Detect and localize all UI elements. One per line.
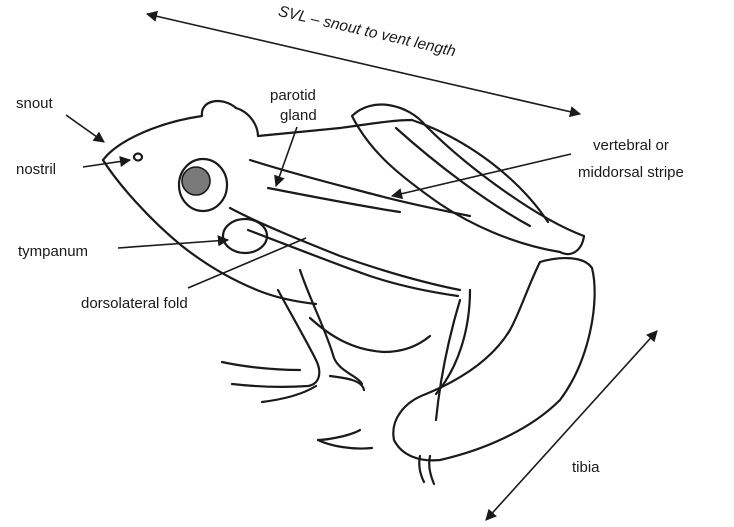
eye xyxy=(179,159,227,211)
vertebral-label-line1: vertebral or xyxy=(593,137,669,154)
hind-toes xyxy=(318,430,434,484)
tibia-arrow xyxy=(486,331,657,520)
snout-label: snout xyxy=(16,95,54,112)
vertebral-pointer xyxy=(392,154,571,196)
thigh xyxy=(352,105,584,254)
tympanum-pointer xyxy=(118,240,228,248)
nostril-label: nostril xyxy=(16,161,56,178)
dorsolateral-label: dorsolateral fold xyxy=(81,295,188,312)
tympanum-mark xyxy=(223,219,267,253)
parotid-label-line1: parotid xyxy=(270,87,316,104)
nostril-mark xyxy=(134,154,142,161)
parotid-label-line2: gland xyxy=(280,107,317,124)
parotid-pointer xyxy=(276,127,297,186)
tympanum-label: tympanum xyxy=(18,243,88,260)
svl-label: SVL – snout to vent length xyxy=(277,3,458,60)
tibia-label: tibia xyxy=(572,459,600,476)
front-leg xyxy=(222,270,364,402)
vertebral-label-line2: middorsal stripe xyxy=(578,164,684,181)
tibia-leg xyxy=(393,258,594,460)
eye-pupil xyxy=(182,167,210,195)
snout-pointer xyxy=(66,115,104,142)
